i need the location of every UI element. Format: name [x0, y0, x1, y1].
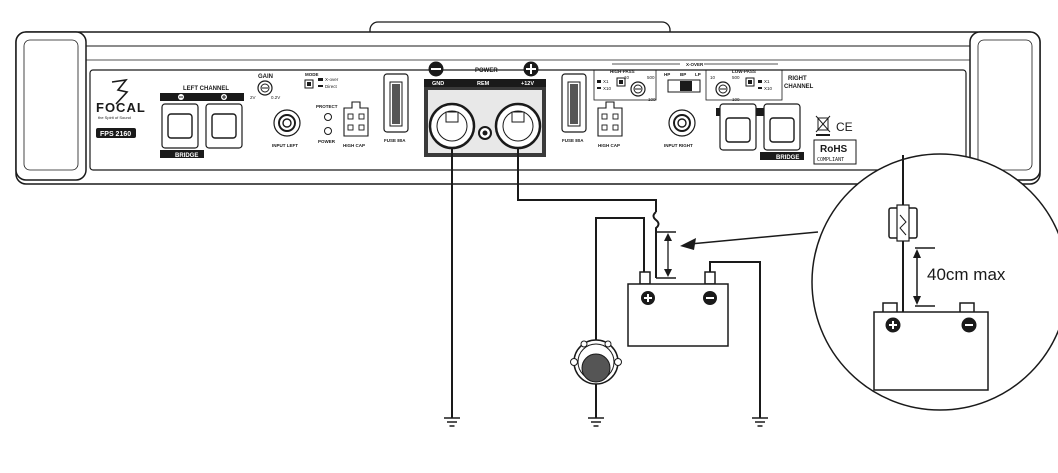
gnd-label: GND — [432, 81, 444, 87]
fuse-right[interactable] — [561, 73, 587, 133]
right-speaker-terminal-minus[interactable] — [719, 103, 757, 151]
model-badge — [96, 128, 136, 138]
amplifier: FOCAL the Spirit of Sound FPS 2160 LEFT … — [15, 21, 1041, 185]
left-channel-label: LEFT CHANNEL — [183, 86, 229, 92]
xover-section: X-OVER HIGH-PASS X1 X10 10 500 100 HP BP… — [593, 62, 783, 102]
distance-label: 40cm max — [927, 265, 1006, 284]
power-wire — [517, 148, 657, 212]
battery-plus-icon — [641, 291, 655, 305]
brand-name: FOCAL — [96, 100, 146, 115]
fuse-right-label: FUSE 80A — [562, 138, 584, 143]
gain-knob[interactable] — [257, 80, 273, 96]
high-cap-connector-right[interactable] — [597, 101, 623, 137]
rem-label: REM — [477, 81, 490, 87]
mode-label: MODE — [305, 72, 319, 77]
input-right-rca[interactable] — [668, 109, 696, 137]
battery-detail-plus-icon — [885, 317, 901, 333]
left-end-cap — [15, 31, 87, 181]
fuse-left[interactable] — [383, 73, 409, 133]
lp-freq-low: 10 — [710, 75, 716, 80]
high-cap-left-label: HIGH CAP — [343, 143, 365, 148]
right-bridge-bar — [760, 152, 804, 160]
rem-terminal[interactable] — [478, 126, 492, 140]
lp-x1-label: X1 — [764, 79, 770, 84]
right-bridge-label: BRIDGE — [776, 155, 799, 161]
lp-x10-label: X10 — [764, 86, 773, 91]
power-led — [324, 127, 332, 135]
distance-arrow-main — [664, 233, 672, 277]
power-label: POWER — [475, 68, 498, 74]
rohs-label: RoHS — [820, 144, 848, 155]
ground-icon-amplifier — [443, 417, 461, 427]
left-speaker-terminal-plus[interactable] — [205, 103, 243, 149]
brand-tagline: the Spirit of Sound — [98, 115, 131, 120]
filter-bp-label: BP — [680, 72, 686, 77]
left-speaker-terminal-minus[interactable] — [161, 103, 199, 149]
power-led-label: POWER — [318, 139, 336, 144]
left-channel-bar — [160, 93, 244, 101]
hp-freq-low: 10 — [624, 75, 630, 80]
gain-min-label: 2V — [250, 95, 256, 100]
inline-fuse-holder — [888, 204, 918, 242]
battery-ground-wire — [709, 261, 761, 418]
hp-freq-high: 500 — [647, 75, 655, 80]
alternator-wire — [595, 217, 645, 345]
input-left-rca[interactable] — [273, 109, 301, 137]
wiring — [451, 148, 761, 418]
gnd-terminal[interactable] — [428, 102, 476, 150]
inline-fuse-cable — [652, 211, 660, 278]
right-end-cap — [969, 31, 1041, 181]
filter-mode-switch[interactable] — [667, 79, 701, 93]
fuse-detail-inset: 40cm max — [811, 153, 1058, 411]
ground-icon-battery — [751, 417, 769, 427]
filter-hp-label: HP — [664, 72, 670, 77]
power-terminal-block: POWER GND REM +12V — [424, 61, 546, 157]
detail-pointer-arrow — [680, 231, 819, 250]
battery-minus-icon — [703, 291, 717, 305]
low-pass-label: LOW-PASS — [732, 69, 756, 74]
left-bridge-label: BRIDGE — [175, 153, 198, 159]
mode-xover-label: X-over — [325, 77, 339, 82]
fuse-left-label: FUSE 80A — [384, 138, 406, 143]
hp-x1-label: X1 — [603, 79, 609, 84]
right-channel-label-2: CHANNEL — [784, 84, 814, 90]
low-pass-knob[interactable] — [715, 81, 731, 97]
alternator — [570, 339, 622, 385]
protect-label: PROTECT — [316, 104, 338, 109]
right-speaker-terminal-plus[interactable] — [763, 103, 801, 151]
ce-mark: CE — [836, 120, 853, 134]
model-label: FPS 2160 — [100, 131, 131, 138]
left-bridge-bar — [160, 150, 204, 158]
weee-bin-icon — [815, 115, 831, 136]
lp-freq-mid: 100 — [732, 97, 740, 102]
input-left-label: INPUT LEFT — [272, 143, 298, 148]
input-right-label: INPUT RIGHT — [664, 143, 693, 148]
battery-detail-minus-icon — [961, 317, 977, 333]
filter-lp-label: LP — [695, 72, 701, 77]
lp-freq-high: 500 — [732, 75, 740, 80]
protect-led — [324, 113, 332, 121]
high-cap-connector-left[interactable] — [343, 101, 369, 137]
right-channel-label-1: RIGHT — [788, 76, 807, 82]
gain-max-label: 0.2V — [271, 95, 280, 100]
high-pass-label: HIGH-PASS — [610, 69, 635, 74]
xover-label: X-OVER — [686, 62, 704, 67]
hp-freq-mid: 100 — [648, 97, 656, 102]
ground-icon-alternator — [587, 417, 605, 427]
focal-logo: FOCAL the Spirit of Sound — [96, 78, 146, 120]
12v-label: +12V — [521, 81, 534, 87]
high-cap-right-label: HIGH CAP — [598, 143, 620, 148]
rohs-badge — [813, 139, 857, 165]
high-pass-knob[interactable] — [630, 81, 646, 97]
right-channel-bar — [716, 108, 800, 116]
rohs-compliant-label: COMPLIANT — [817, 157, 844, 163]
plus12v-terminal[interactable] — [494, 102, 542, 150]
mode-direct-label: Direct — [325, 84, 338, 89]
battery — [627, 271, 729, 347]
hp-x10-label: X10 — [603, 86, 612, 91]
gain-label: GAIN — [258, 74, 273, 80]
